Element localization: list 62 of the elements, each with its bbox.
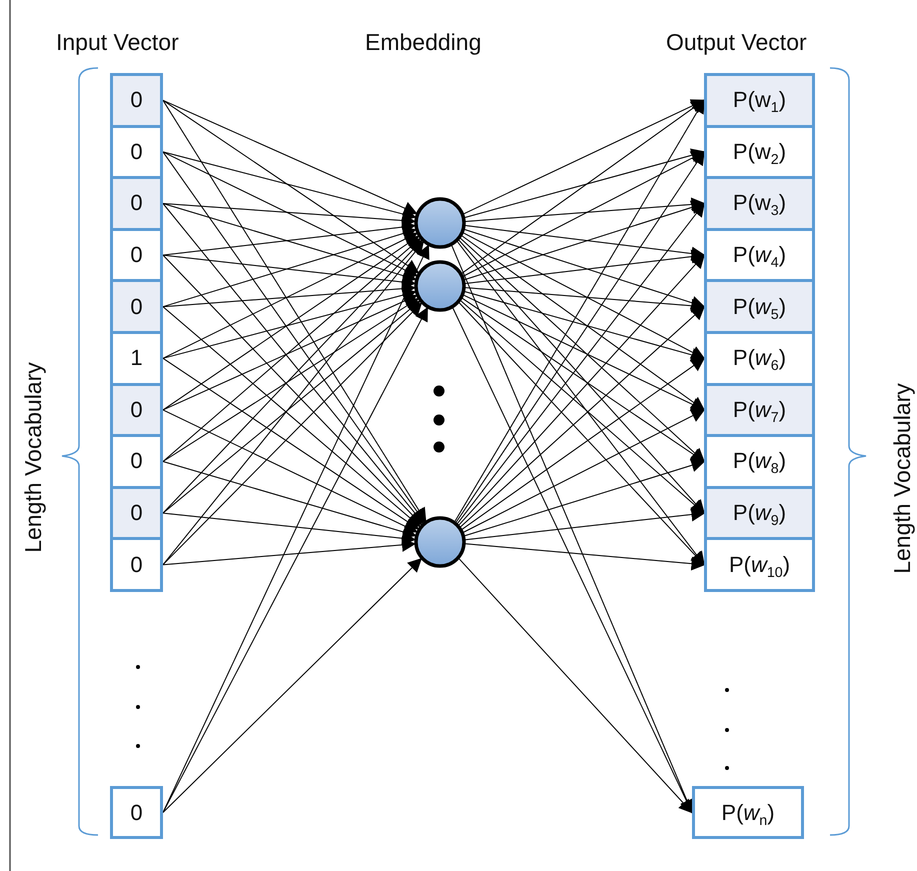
output-cell: P(w$_{n}$) bbox=[692, 786, 804, 839]
input-cell: 0 bbox=[110, 73, 163, 128]
connection-arrow bbox=[462, 298, 706, 462]
output-cell: P(w$_{1}$) bbox=[704, 73, 815, 128]
connection-arrow bbox=[463, 151, 706, 277]
connection-arrow bbox=[162, 294, 418, 410]
column-heading: Output Vector bbox=[666, 29, 807, 56]
connection-arrow bbox=[464, 200, 706, 280]
embedding-node bbox=[414, 516, 466, 568]
embedding-node bbox=[414, 197, 466, 249]
input-cell: 0 bbox=[110, 176, 163, 231]
output-cell: P(w$_{3}$) bbox=[704, 176, 815, 231]
connection-arrow bbox=[460, 238, 706, 462]
connection-arrow bbox=[162, 558, 422, 813]
input-cell: 0 bbox=[110, 786, 163, 839]
connection-arrow bbox=[464, 287, 706, 313]
connection-arrow bbox=[162, 254, 416, 289]
output-cell: P(w$_{10}$) bbox=[704, 537, 815, 592]
connection-arrow bbox=[464, 148, 706, 218]
connection-arrow bbox=[458, 558, 693, 814]
axis-label: Length Vocabulary bbox=[19, 362, 46, 552]
connection-arrow bbox=[162, 512, 416, 546]
connection-arrow bbox=[162, 238, 421, 462]
connection-arrow bbox=[162, 100, 418, 215]
embedding-node bbox=[414, 260, 466, 312]
axis-label: Length Vocabulary bbox=[888, 382, 916, 574]
connection-arrow bbox=[162, 358, 420, 530]
connection-arrow bbox=[162, 232, 418, 359]
connection-arrow bbox=[462, 232, 706, 359]
connection-arrow bbox=[464, 250, 706, 284]
connection-arrow bbox=[162, 461, 417, 539]
connection-arrow bbox=[162, 302, 422, 566]
connection-arrow bbox=[464, 543, 706, 571]
input-cell: 0 bbox=[110, 537, 163, 592]
connection-arrow bbox=[162, 226, 417, 308]
connection-arrow bbox=[464, 228, 706, 310]
output-cell: P(w$_{5}$) bbox=[704, 279, 815, 334]
connection-arrow bbox=[162, 151, 418, 276]
connection-arrow bbox=[462, 358, 706, 530]
connection-arrow bbox=[162, 236, 420, 410]
connection-arrow bbox=[462, 235, 706, 411]
connection-arrow bbox=[162, 409, 418, 533]
connection-arrow bbox=[462, 99, 706, 274]
connection-arrow bbox=[162, 288, 417, 359]
connection-arrow bbox=[162, 220, 416, 256]
connection-arrow bbox=[162, 100, 420, 274]
column-heading: Embedding bbox=[365, 29, 482, 56]
connection-arrow bbox=[463, 99, 706, 214]
connection-arrow bbox=[463, 409, 706, 533]
input-cell: 0 bbox=[110, 279, 163, 334]
connection-arrow bbox=[162, 538, 416, 566]
connection-arrow bbox=[162, 282, 416, 308]
connection-arrow bbox=[162, 151, 417, 221]
connection-arrow bbox=[464, 197, 706, 222]
connection-arrow bbox=[464, 458, 706, 536]
connection-arrow bbox=[464, 508, 706, 540]
connection-arrow bbox=[464, 291, 706, 362]
column-heading: Input Vector bbox=[56, 29, 179, 56]
connection-arrow bbox=[464, 225, 706, 260]
connection-arrow bbox=[162, 203, 417, 282]
connection-arrow bbox=[162, 203, 416, 228]
connection-arrow bbox=[162, 298, 420, 462]
